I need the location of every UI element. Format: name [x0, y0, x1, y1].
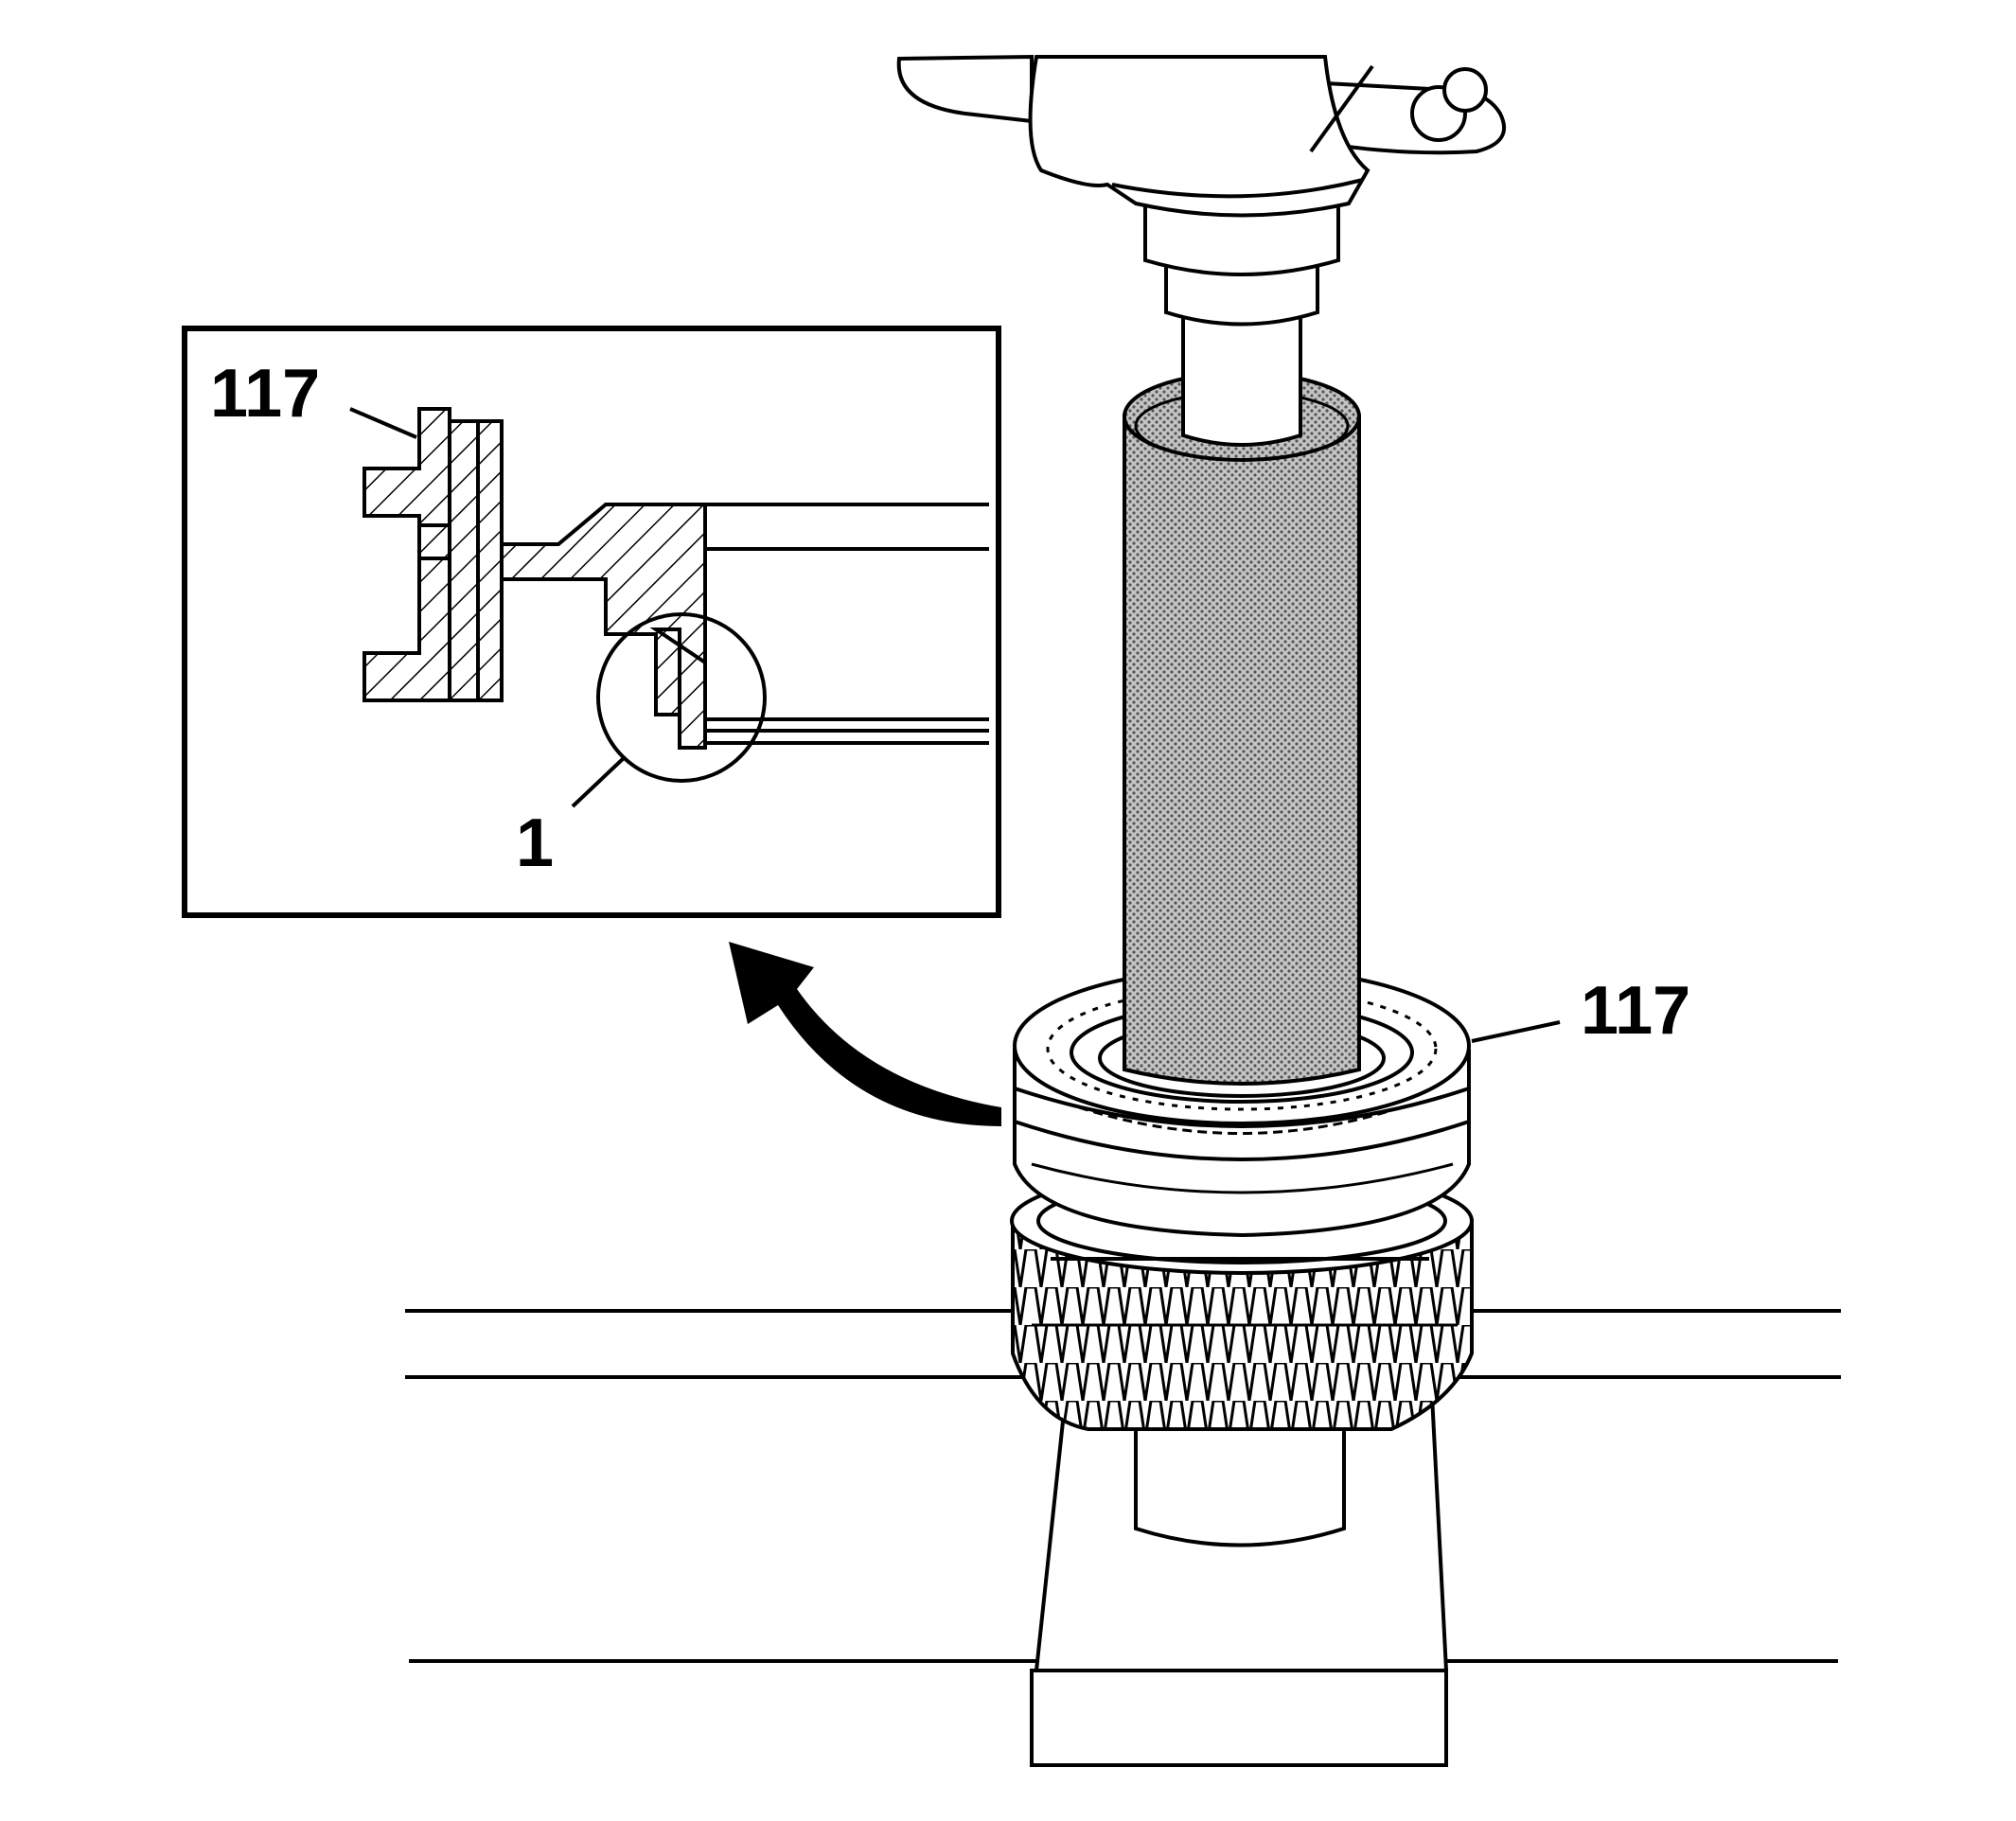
leader-inset-1 — [571, 755, 627, 808]
press-ram — [1143, 187, 1340, 447]
callout-1-inset: 1 — [516, 805, 554, 881]
detail-circle — [596, 612, 767, 783]
bench-lines — [405, 1309, 1841, 1663]
curved-arrow — [729, 942, 1001, 1126]
inset-panel — [182, 326, 1001, 918]
leader-inset-117 — [349, 407, 417, 439]
callout-117-main: 117 — [1581, 973, 1690, 1049]
installer-tube — [1123, 371, 1361, 1086]
leader-117 — [1471, 1020, 1561, 1043]
press-head — [896, 54, 1506, 218]
shaft-stub — [1134, 1401, 1346, 1547]
callout-117-inset: 117 — [210, 356, 320, 432]
